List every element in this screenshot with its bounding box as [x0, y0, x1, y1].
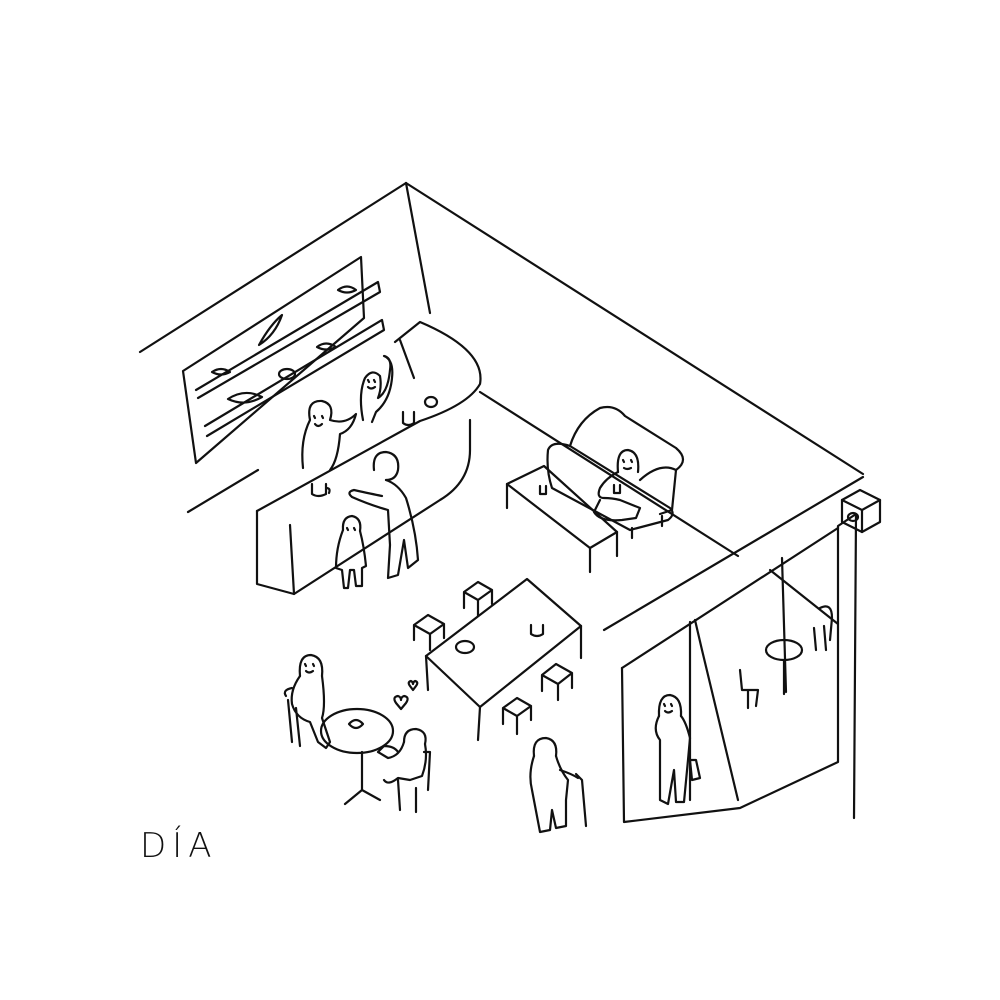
bread-roll-icon [277, 367, 297, 381]
coffee-cup-icon [529, 623, 545, 638]
round-table [319, 707, 395, 806]
counter-back [398, 338, 416, 380]
coffee-cup-icon [401, 410, 416, 427]
customer-body [348, 478, 420, 580]
stool [462, 580, 494, 618]
seated-person-body [376, 740, 428, 784]
sofa-person-body [592, 470, 642, 522]
storefront-frame [620, 512, 858, 824]
seated-person-body [290, 674, 332, 750]
sofa-leg [630, 514, 664, 540]
stool [540, 662, 574, 702]
sofa-person-head [616, 448, 640, 474]
barista-waving-face [366, 378, 377, 390]
glass-storefront [620, 512, 858, 824]
door-panel [693, 618, 740, 802]
entering-person-face [662, 702, 674, 714]
barista [301, 399, 358, 472]
sofa-back [568, 405, 685, 472]
customer-adult [348, 450, 420, 580]
sofa [546, 405, 685, 540]
heart-icon [407, 679, 419, 692]
seated-person-head [402, 727, 427, 746]
wall-corner [404, 181, 432, 315]
elderly-person [529, 736, 588, 834]
storefront-top [620, 526, 840, 670]
entering-person [654, 693, 702, 806]
back-wall-right-edge [404, 181, 865, 476]
sofa-person-face [621, 458, 634, 471]
chair [283, 686, 302, 748]
coffee-table-legs [505, 482, 619, 574]
shelf-top [194, 280, 382, 400]
long-table-legs [424, 624, 583, 742]
dessert-icon [347, 718, 365, 730]
bread-loaf-icon [210, 367, 232, 376]
shelf-bottom [203, 318, 386, 438]
barista-waving-body [359, 354, 394, 424]
coffee-table [505, 464, 619, 574]
glass-divider [768, 568, 840, 626]
left-floor-line [186, 468, 260, 514]
plate-icon [454, 639, 476, 655]
barista-waving [359, 354, 394, 424]
coffee-table-top [505, 464, 619, 550]
coffee-cup-icon [310, 482, 331, 498]
cane [574, 772, 588, 828]
shopping-bag [688, 758, 702, 782]
customer-head [372, 450, 400, 482]
room-walls [138, 181, 865, 632]
coffee-cup-icon [612, 483, 622, 495]
customer-child [334, 514, 368, 590]
stools [412, 580, 574, 736]
sofa-person [592, 448, 642, 522]
elderly-body [529, 754, 570, 834]
camera-box [840, 488, 882, 534]
elderly-arm [558, 768, 580, 780]
round-table-top [319, 707, 395, 755]
seated-person-head [298, 653, 324, 678]
bread-loaf-icon [257, 313, 284, 347]
bread-loaf-icon [315, 342, 338, 351]
child-head [341, 514, 362, 533]
camera-lens [846, 511, 860, 523]
shelf-frame [181, 255, 366, 465]
round-table-stem [343, 750, 382, 806]
counter-front [255, 418, 472, 596]
child-face [345, 526, 357, 532]
outdoor-chair [812, 605, 834, 652]
outdoor-chair [738, 668, 760, 710]
camera-box-edge [840, 498, 882, 534]
elderly-head [532, 736, 558, 758]
long-table [424, 577, 583, 742]
seated-person-right [376, 727, 432, 814]
coffee-cup-icon [538, 484, 548, 496]
caption: DÍA [140, 826, 218, 866]
back-floor-line [478, 390, 740, 558]
counter-edge [288, 523, 296, 596]
sofa-arm [638, 466, 678, 516]
counter-top [255, 320, 482, 513]
bread-shelf [181, 255, 386, 465]
barista-body [301, 399, 358, 472]
seated-person-face [303, 662, 316, 674]
seated-person-left [283, 653, 332, 750]
camera-icon [840, 488, 882, 534]
bread-loaf-icon [226, 391, 264, 404]
barista-face [312, 414, 325, 428]
stool [412, 613, 446, 652]
heart-icon [393, 694, 409, 711]
sofa-seat [546, 442, 674, 532]
counter [255, 320, 482, 596]
child-body [334, 528, 368, 590]
pastry-icon [423, 395, 439, 409]
entering-person-head [657, 693, 683, 718]
bread-loaf-icon [336, 285, 358, 294]
stool [501, 696, 533, 736]
back-wall-left-edge [138, 181, 408, 354]
chair [396, 750, 432, 814]
entering-person-body [654, 714, 692, 806]
